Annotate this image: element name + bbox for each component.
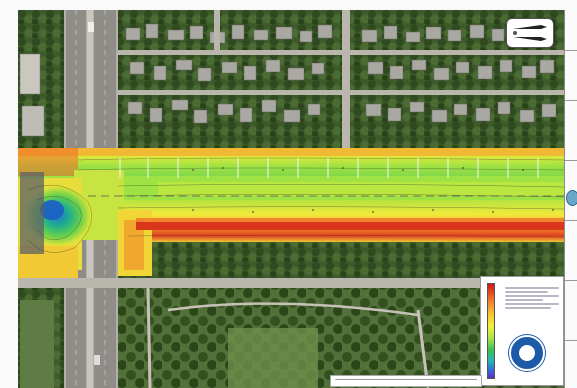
color-scale-bar bbox=[487, 283, 495, 379]
sheet-left-margin bbox=[0, 0, 18, 388]
map-viewport[interactable] bbox=[18, 10, 564, 388]
aerial-map bbox=[18, 10, 564, 388]
north-arrow-icon bbox=[506, 18, 554, 48]
south-street bbox=[18, 278, 564, 288]
residential-area bbox=[114, 10, 564, 150]
west-parcels bbox=[18, 10, 64, 388]
notes-strip bbox=[330, 375, 482, 387]
map-legend bbox=[480, 276, 564, 386]
drainage-overlay bbox=[18, 148, 564, 278]
legend-notes bbox=[505, 285, 559, 327]
agency-seal-icon bbox=[509, 335, 545, 371]
title-block bbox=[564, 10, 577, 388]
title-block-seal-icon bbox=[566, 190, 577, 206]
sheet-top-margin bbox=[0, 0, 577, 10]
